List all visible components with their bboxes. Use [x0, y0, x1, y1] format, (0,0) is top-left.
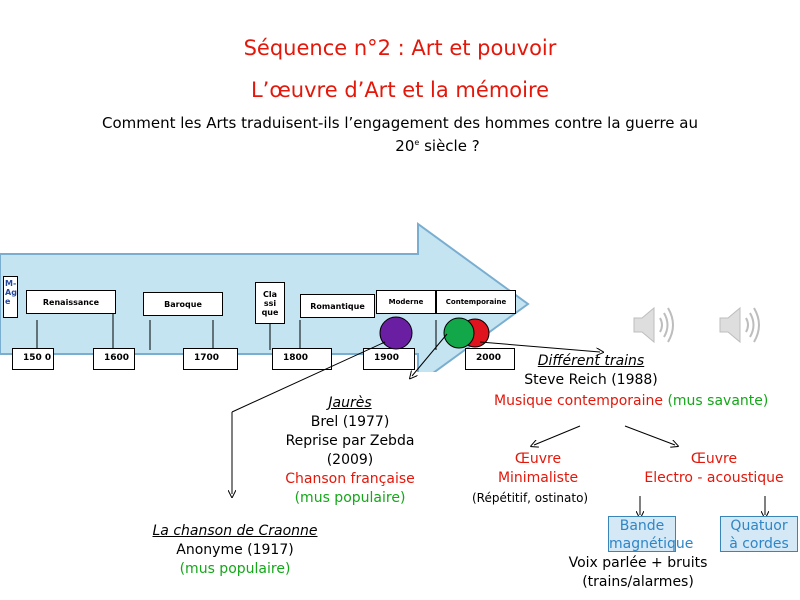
- sub-quatuor: Quatuor à cordes: [720, 516, 798, 552]
- jaures-genre-note: (mus populaire): [294, 490, 406, 506]
- period-baroque: Baroque: [143, 292, 223, 316]
- period-renaissance: Renaissance: [26, 290, 116, 314]
- slide-subtitle: L’œuvre d’Art et la mémoire: [250, 78, 550, 102]
- minimaliste-note: (Répétitif, ostinato): [472, 491, 589, 505]
- jaures-line-2: Reprise par Zebda: [285, 433, 415, 449]
- speaker-icon[interactable]: [632, 304, 680, 346]
- year-1700: 1700: [183, 348, 238, 370]
- year-1800: 1800: [272, 348, 332, 370]
- year-1900: 1900: [363, 348, 415, 370]
- craonne-line-1: Anonyme (1917): [176, 542, 294, 558]
- period-romantique: Romantique: [300, 294, 375, 318]
- craonne-genre-note: (mus populaire): [179, 561, 291, 577]
- craonne-block: La chanson de Craonne Anonyme (1917) (mu…: [130, 522, 340, 579]
- year-1500: 150 0: [12, 348, 54, 370]
- trains-genre: Musique contemporaine: [494, 393, 663, 409]
- slide-title: Séquence n°2 : Art et pouvoir: [243, 36, 557, 60]
- connector-craonne-1: [231, 341, 386, 413]
- period-classique: Cla ssi que: [255, 282, 285, 324]
- question: Comment les Arts traduisent-ils l’engage…: [0, 113, 800, 156]
- branch-minimaliste: [534, 425, 581, 445]
- question-line-1: Comment les Arts traduisent-ils l’engage…: [102, 114, 698, 132]
- trains-genre-line: Musique contemporaine (mus savante): [494, 392, 800, 411]
- question-line-2: 20e siècle ?: [395, 137, 480, 155]
- branch-minimaliste-label: Œuvre Minimaliste: [497, 451, 579, 486]
- marker-jaures: [379, 316, 413, 350]
- trains-genre-note: (mus savante): [667, 393, 769, 409]
- connector-trains: [479, 341, 600, 352]
- branch-electro: [624, 425, 675, 445]
- trains-author: Steve Reich (1988): [524, 372, 658, 388]
- jaures-title: Jaurès: [328, 395, 372, 411]
- connector-jaures: [412, 333, 448, 376]
- jaures-block: Jaurès Brel (1977) Reprise par Zebda (20…: [270, 394, 430, 508]
- year-2000: 2000: [465, 348, 515, 370]
- period-contemporaine: Contemporaine: [436, 290, 516, 314]
- voice-note: Voix parlée + bruits (trains/alarmes): [568, 555, 708, 590]
- marker-trains-green: [443, 317, 475, 349]
- trains-block: Différent trains Steve Reich (1988): [496, 352, 686, 390]
- jaures-line-1: Brel (1977): [310, 414, 390, 430]
- speaker-icon[interactable]: [718, 304, 766, 346]
- jaures-line-3: (2009): [326, 452, 374, 468]
- year-1600: 1600: [93, 348, 135, 370]
- jaures-genre: Chanson française: [285, 471, 415, 487]
- period-moderne: Moderne: [376, 290, 436, 314]
- period-moyen-age: M-Ag e: [3, 276, 18, 318]
- trains-title: Différent trains: [537, 353, 645, 369]
- branch-electro-label: Œuvre Electro - acoustique: [644, 451, 784, 486]
- craonne-title: La chanson de Craonne: [152, 523, 318, 539]
- sub-bande-magnetique: Bande magnétique: [608, 516, 694, 552]
